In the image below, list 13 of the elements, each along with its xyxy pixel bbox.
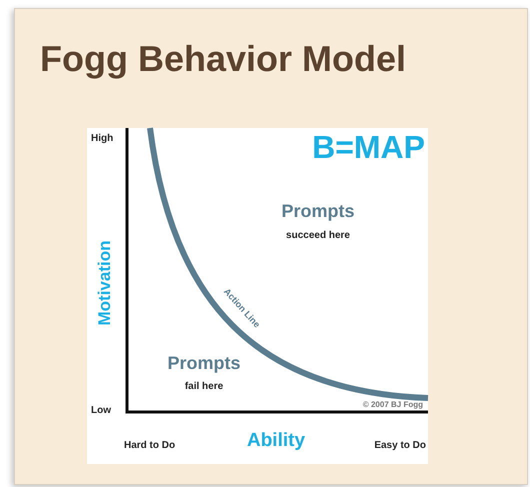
axis-title: Ability <box>246 430 306 452</box>
region-heading: Prompts <box>282 201 354 222</box>
region-note: succeed here <box>286 230 350 241</box>
axis-label: Hard to Do <box>124 440 176 451</box>
axis-label: High <box>91 133 114 144</box>
axis-label: Low <box>91 405 111 416</box>
axis-label: Easy to Do <box>374 440 426 451</box>
region-heading: Prompts <box>168 353 240 374</box>
title: Fogg Behavior Model <box>40 38 406 80</box>
copyright-note: © 2007 BJ Fogg <box>362 400 423 410</box>
region-note: fail here <box>184 381 224 392</box>
formula: B=MAP <box>312 128 425 166</box>
axis-title: Motivation <box>95 240 115 326</box>
